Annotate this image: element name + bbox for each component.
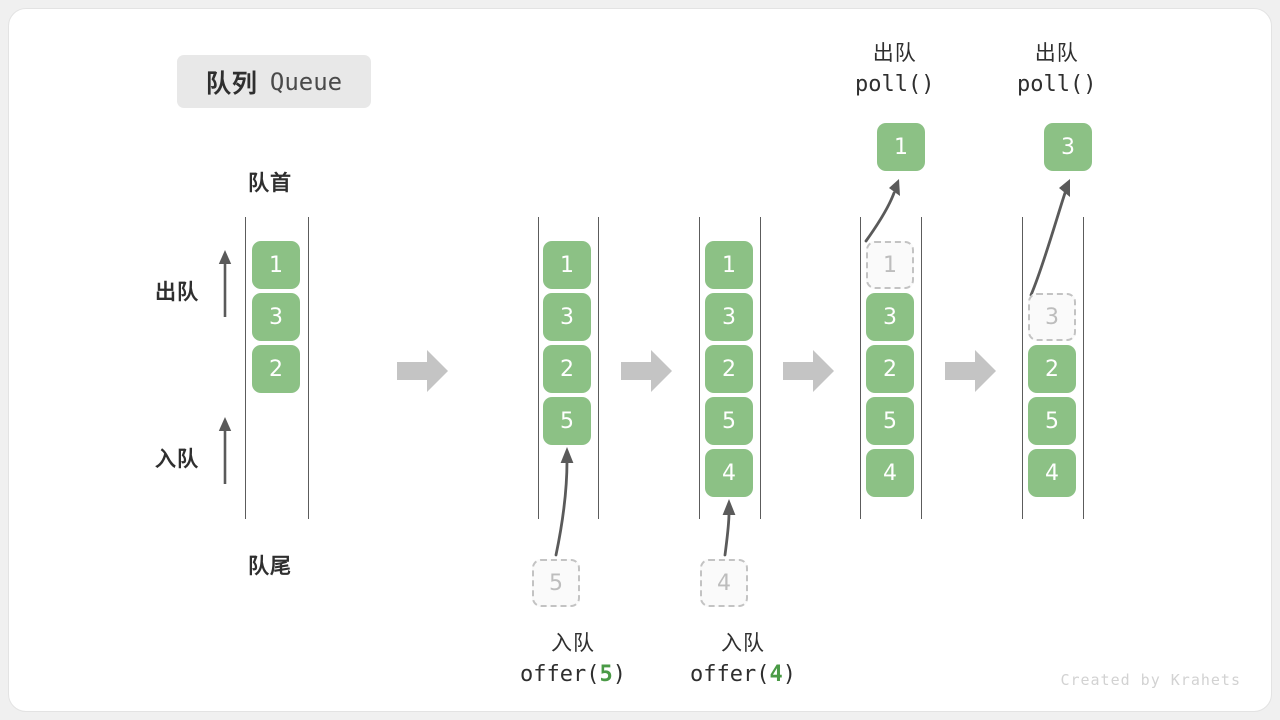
label-enqueue-side: 入队 xyxy=(155,448,199,471)
enqueue-curve-arrow-icon-2 xyxy=(529,439,599,559)
queue-rail-left-4 xyxy=(860,217,861,519)
dequeue-curve-arrow-icon-4 xyxy=(854,171,914,243)
queue-cell: 2 xyxy=(252,345,300,393)
queue-rail-right-2 xyxy=(598,217,599,519)
incoming-cell: 5 xyxy=(532,559,580,607)
queue-cell: 5 xyxy=(1028,397,1076,445)
step-arrow-icon-4 xyxy=(945,348,997,394)
queue-rail-left-2 xyxy=(538,217,539,519)
queue-cell: 3 xyxy=(252,293,300,341)
queue-cell: 1 xyxy=(252,241,300,289)
diagram-card: 队列 Queue 队首 队尾 出队 入队 1 3 2 1 3 2 5 xyxy=(8,8,1272,712)
queue-rail-right-5 xyxy=(1083,217,1084,519)
footer-credit: Created by Krahets xyxy=(1060,671,1241,689)
queue-rail-right-1 xyxy=(308,217,309,519)
step-arrow-icon-1 xyxy=(397,348,449,394)
queue-cell: 5 xyxy=(866,397,914,445)
enqueue-curve-arrow-icon-3 xyxy=(703,491,763,559)
queue-cell: 3 xyxy=(543,293,591,341)
queue-cell: 4 xyxy=(705,449,753,497)
step-arrow-icon-2 xyxy=(621,348,673,394)
caption-code: poll() xyxy=(1017,72,1097,98)
queue-cell: 1 xyxy=(705,241,753,289)
label-dequeue-side: 出队 xyxy=(155,281,199,304)
caption-poll-3: 出队 poll() xyxy=(1017,39,1096,101)
caption-code: offer(4) xyxy=(690,662,796,688)
queue-cell: 4 xyxy=(1028,449,1076,497)
queue-rail-left-3 xyxy=(699,217,700,519)
queue-rail-left-1 xyxy=(245,217,246,519)
caption-offer-4: 入队 offer(4) xyxy=(690,629,796,691)
step-arrow-icon-3 xyxy=(783,348,835,394)
caption-poll-1: 出队 poll() xyxy=(855,39,934,101)
label-queue-head: 队首 xyxy=(248,172,292,195)
queue-cell: 2 xyxy=(705,345,753,393)
queue-cell: 1 xyxy=(543,241,591,289)
queue-cell: 5 xyxy=(705,397,753,445)
caption-cn: 出队 xyxy=(872,42,917,65)
outgoing-cell: 1 xyxy=(877,123,925,171)
queue-rail-right-3 xyxy=(760,217,761,519)
caption-cn: 入队 xyxy=(720,632,765,655)
queue-rail-left-5 xyxy=(1022,217,1023,519)
queue-rail-right-4 xyxy=(921,217,922,519)
queue-cell: 3 xyxy=(705,293,753,341)
queue-cell: 2 xyxy=(866,345,914,393)
caption-cn: 出队 xyxy=(1034,42,1079,65)
enqueue-direction-arrow-icon xyxy=(215,414,235,486)
caption-offer-5: 入队 offer(5) xyxy=(520,629,626,691)
queue-cell: 2 xyxy=(543,345,591,393)
queue-cell: 5 xyxy=(543,397,591,445)
incoming-cell: 4 xyxy=(700,559,748,607)
outgoing-cell: 3 xyxy=(1044,123,1092,171)
caption-code: offer(5) xyxy=(520,662,626,688)
dequeue-curve-arrow-icon-5 xyxy=(1021,171,1091,297)
queue-cell: 2 xyxy=(1028,345,1076,393)
queue-cell: 3 xyxy=(1028,293,1076,341)
queue-cell: 3 xyxy=(866,293,914,341)
queue-cell: 1 xyxy=(866,241,914,289)
title-badge: 队列 Queue xyxy=(177,55,371,108)
title-cn: 队列 xyxy=(205,69,258,98)
queue-cell: 4 xyxy=(866,449,914,497)
title-en: Queue xyxy=(269,67,343,96)
caption-code: poll() xyxy=(855,72,935,98)
caption-cn: 入队 xyxy=(550,632,595,655)
dequeue-direction-arrow-icon xyxy=(215,247,235,319)
label-queue-tail: 队尾 xyxy=(248,555,292,578)
